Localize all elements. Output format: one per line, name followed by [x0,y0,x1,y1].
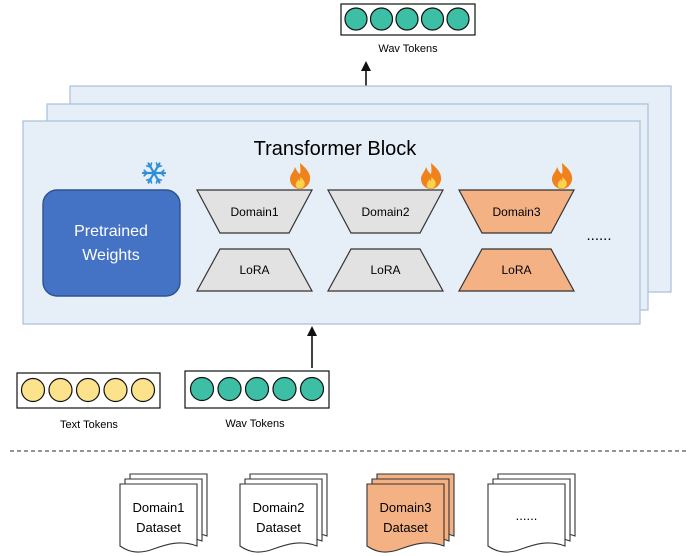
lora-label-3: LoRA [501,263,531,277]
output-wav-token-4 [420,7,445,31]
text-token-1 [20,377,46,403]
more-modules-ellipsis: ...... [586,227,611,244]
dataset-page-2-3 [239,483,318,553]
lora-label-2: LoRA [370,263,400,277]
dataset-page-3-3 [366,483,445,553]
wav-token-1 [189,376,215,402]
output-wav-token-3 [395,7,419,31]
lora-adapter-2 [326,248,445,292]
input-wav-tokens: Wav Tokens [184,370,330,430]
text-tokens-label: Text Tokens [60,419,118,431]
domain-adapter-1 [195,189,314,234]
domain-label-1: Domain1 [230,205,278,219]
text-token-5 [130,377,156,403]
domain-label-2: Domain2 [361,205,409,219]
domain-label-3: Domain3 [492,205,540,219]
text-token-3 [75,377,101,403]
flame-icon [552,163,573,189]
dataset-label-line2: Dataset [256,520,301,535]
wav-token-2 [217,376,242,402]
wav-token-5 [299,376,325,402]
dataset-page-1-3 [119,483,198,553]
output-wav-token-5 [446,7,470,31]
dataset-page-4-3 [487,483,566,553]
transformer-title: Transformer Block [254,138,418,160]
text-token-4 [103,377,128,403]
text-token-circles [20,377,156,403]
pretrained-weights: Pretrained Weights [42,189,181,297]
wav-token-3 [244,376,270,402]
dataset-label-line1: Domain2 [252,500,304,515]
flame-icon [421,163,442,189]
snowflake-icon [141,162,167,184]
output-tokens-label: Wav Tokens [378,43,438,55]
wav-tokens-label: Wav Tokens [225,418,285,430]
dataset-4: ...... [487,473,576,553]
pretrained-label-line2: Weights [82,247,140,264]
dataset-label-line1: ...... [516,508,538,523]
pretrained-label-line1: Pretrained [74,223,148,240]
output-token-circles [344,7,470,31]
pretrained-weights-box [42,189,181,297]
lora-adapter-1 [195,248,314,292]
text-token-2 [48,377,73,403]
wav-token-4 [272,376,297,402]
lora-adapter-3 [457,248,576,292]
output-wav-tokens: Wav Tokens [340,3,476,55]
dataset-label-line1: Domain3 [379,500,431,515]
datasets: Domain1DatasetDomain2DatasetDomain3Datas… [119,473,576,553]
dataset-label-line1: Domain1 [132,500,184,515]
dataset-label-line2: Dataset [136,520,181,535]
domain-adapter-2 [326,189,445,234]
dataset-label-line2: Dataset [383,520,428,535]
output-wav-token-1 [344,7,368,31]
domain-adapter-3 [457,189,576,234]
lora-label-1: LoRA [239,263,269,277]
output-wav-token-2 [369,7,394,31]
input-text-tokens: Text Tokens [16,372,161,431]
wav-token-circles [189,376,325,402]
flame-icon [290,163,311,189]
